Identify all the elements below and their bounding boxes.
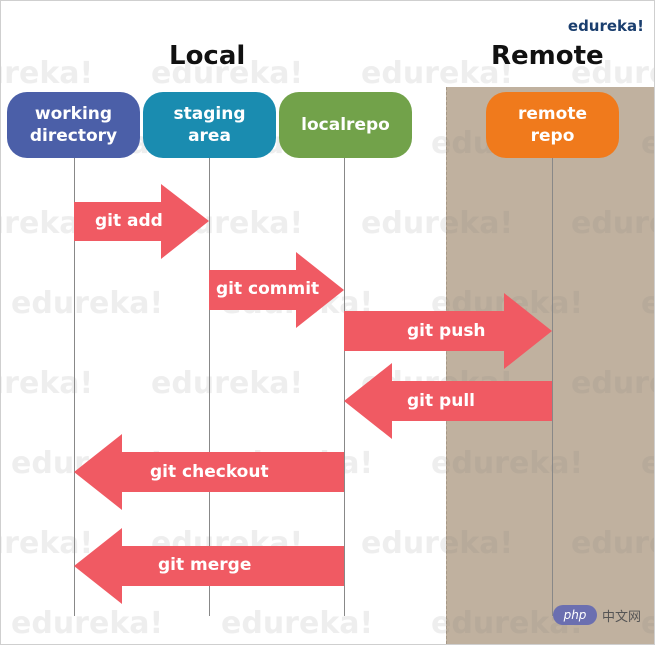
git-pull-label: git pull [407,391,475,411]
lifeline-staging-area [209,158,210,616]
remote-panel [446,87,654,644]
git-pull-arrow [344,363,552,439]
php-badge: php [553,605,597,625]
remote-section-title: Remote [491,41,604,71]
brand-logo: edureka! [567,17,644,35]
git-add-label: git add [95,211,163,231]
php-site-text: 中文网 [602,610,642,625]
local-section-title: Local [169,41,246,71]
git-checkout-label: git checkout [150,462,269,482]
git-add-arrow [74,184,209,259]
lifeline-localrepo [344,158,345,616]
staging-area-label: staging area [173,104,246,146]
git-commit-label: git commit [216,279,320,299]
localrepo-label: localrepo [301,115,390,135]
remote-repo-label: remote repo [518,104,587,146]
git-merge-arrow [74,528,344,604]
localrepo-node: localrepo [279,92,412,158]
git-push-arrow [344,293,552,369]
remote-repo-node: remote repo [486,92,619,158]
lifeline-working-directory [74,158,75,616]
lifeline-remote-repo [552,158,553,616]
git-commit-arrow [209,252,344,328]
git-checkout-arrow [74,434,344,510]
git-push-label: git push [407,321,486,341]
working-directory-node: working directory [7,92,140,158]
git-merge-label: git merge [158,555,252,575]
staging-area-node: staging area [143,92,276,158]
working-directory-label: working directory [29,104,118,146]
